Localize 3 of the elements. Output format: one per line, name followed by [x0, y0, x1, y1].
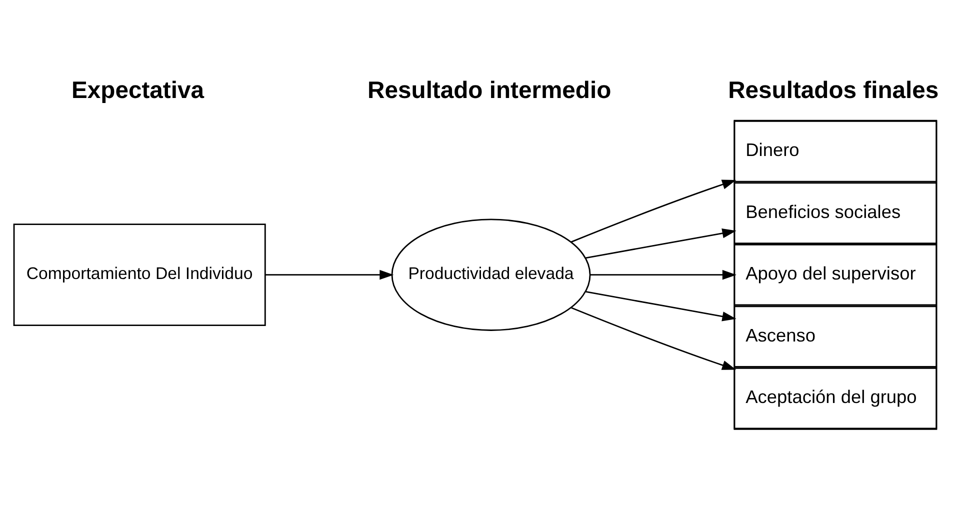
- label: Expectativa: [72, 77, 204, 104]
- label: Resultado intermedio: [368, 77, 612, 104]
- label: Resultados finales: [728, 77, 939, 104]
